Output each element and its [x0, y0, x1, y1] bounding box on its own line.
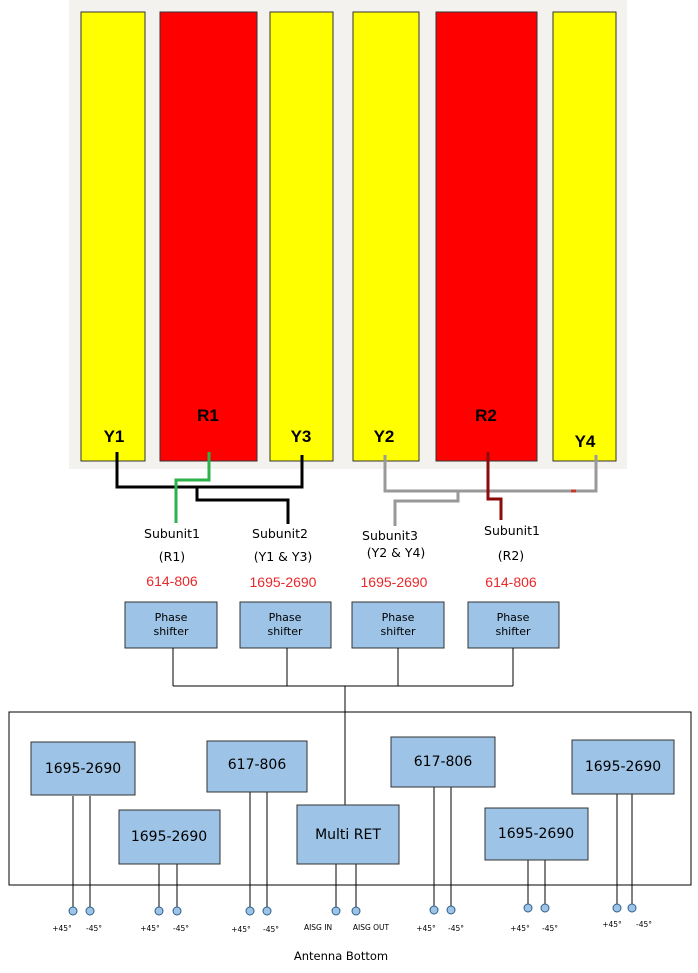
phase-shifter-1-line2: shifter [153, 625, 189, 638]
port-connector [154, 906, 164, 916]
module-1695-2690-b-label: 1695-2690 [131, 829, 207, 845]
antenna-bottom-frame [8, 711, 692, 886]
column-y2 [352, 11, 420, 462]
module-multi-ret-label: Multi RET [315, 827, 381, 843]
module-1695-2690-d [571, 739, 675, 795]
port-connector [331, 906, 341, 916]
wire-r1 [174, 452, 211, 523]
column-y3 [269, 11, 334, 462]
port-label: +45° [602, 920, 622, 929]
column-r2 [435, 11, 538, 462]
subunit-3-freq: 1695-2690 [361, 574, 428, 590]
antenna-panel [69, 0, 627, 469]
subunit-2-name: Subunit2 [252, 526, 308, 541]
column-label-y4: Y4 [575, 432, 596, 451]
port-connector [262, 906, 272, 916]
column-label-y3: Y3 [291, 427, 312, 446]
phase-shifter-4-line2: shifter [495, 625, 531, 638]
port-connector [351, 906, 361, 916]
port-connector [523, 903, 533, 913]
phase-shifter-3 [351, 601, 445, 649]
phase-shifter-2-line1: Phase [269, 611, 302, 624]
subunit-3-group: (Y2 & Y4) [367, 545, 426, 560]
phase-shifter-bus [172, 648, 514, 805]
subunit-4-name: Subunit1 [484, 523, 540, 538]
wire-y2-y4 [383, 455, 598, 493]
port-label: +45° [52, 924, 72, 933]
module-1695-2690-a-label: 1695-2690 [45, 761, 121, 777]
port-label: +45° [140, 924, 160, 933]
column-label-r1: R1 [197, 406, 219, 425]
phase-shifter-3-line2: shifter [380, 625, 416, 638]
port-label: -45° [86, 924, 102, 933]
phase-shifter-1 [124, 601, 218, 649]
phase-shifter-3-line1: Phase [382, 611, 415, 624]
module-1695-2690-b [118, 809, 221, 865]
wire-subunit3 [393, 491, 460, 526]
phase-shifter-2 [239, 601, 332, 649]
column-y1 [80, 11, 146, 462]
port-label: -45° [636, 920, 652, 929]
module-617-806-a-label: 617-806 [228, 757, 287, 773]
port-label: AISG OUT [353, 923, 390, 932]
subunit-labels: Subunit1 (R1) 614-806 Subunit2 (Y1 & Y3)… [144, 523, 540, 590]
feed-wires [115, 452, 598, 526]
subunit-1-group: (R1) [159, 549, 185, 564]
port-label: +45° [231, 925, 251, 934]
port-label: -45° [263, 925, 279, 934]
column-y4 [552, 11, 617, 462]
port-labels: +45° -45° +45° -45° +45° -45° AISG IN AI… [52, 920, 652, 934]
port-connectors [68, 903, 637, 916]
module-1695-2690-a [30, 741, 136, 796]
module-617-806-b [390, 736, 496, 788]
subunit-3-name: Subunit3 [362, 528, 418, 543]
antenna-columns: Y1 R1 Y3 Y2 R2 Y4 [80, 11, 617, 462]
module-1695-2690-c-label: 1695-2690 [498, 826, 574, 842]
subunit-1-name: Subunit1 [144, 526, 200, 541]
module-1695-2690-d-label: 1695-2690 [585, 759, 661, 775]
subunit-2-freq: 1695-2690 [250, 574, 317, 590]
phase-shifters: Phase shifter Phase shifter Phase shifte… [124, 601, 560, 649]
port-label: -45° [448, 924, 464, 933]
port-label: AISG IN [304, 923, 332, 932]
port-connector [68, 906, 78, 916]
wire-r2 [486, 452, 503, 520]
subunit-2-group: (Y1 & Y3) [254, 549, 313, 564]
bottom-modules: 1695-2690 1695-2690 617-806 Multi RET 61… [30, 736, 675, 865]
column-r1 [159, 11, 258, 462]
port-connector [85, 906, 95, 916]
port-label: +45° [510, 924, 530, 933]
port-connector [245, 906, 255, 916]
port-label: -45° [542, 924, 558, 933]
antenna-bottom-caption: Antenna Bottom [294, 949, 388, 963]
port-label: +45° [416, 924, 436, 933]
module-multi-ret [296, 804, 400, 865]
subunit-4-freq: 614-806 [485, 574, 537, 590]
wire-subunit2 [195, 487, 290, 524]
port-connector [627, 903, 637, 913]
module-617-806-a [206, 740, 308, 793]
column-label-y1: Y1 [104, 427, 125, 446]
port-connector [446, 905, 456, 915]
port-label: -45° [173, 924, 189, 933]
port-connector [172, 906, 182, 916]
column-label-y2: Y2 [374, 427, 395, 446]
wire-y1-y3 [115, 452, 304, 489]
port-wires [72, 787, 633, 907]
port-connector [540, 903, 550, 913]
port-connector [429, 905, 439, 915]
module-617-806-b-label: 617-806 [414, 754, 473, 770]
column-label-r2: R2 [475, 406, 497, 425]
phase-shifter-4-line1: Phase [497, 611, 530, 624]
subunit-4-group: (R2) [498, 548, 524, 563]
phase-shifter-1-line1: Phase [155, 611, 188, 624]
port-connector [612, 903, 622, 913]
module-1695-2690-c [484, 807, 589, 861]
phase-shifter-2-line2: shifter [267, 625, 303, 638]
subunit-1-freq: 614-806 [146, 573, 198, 589]
